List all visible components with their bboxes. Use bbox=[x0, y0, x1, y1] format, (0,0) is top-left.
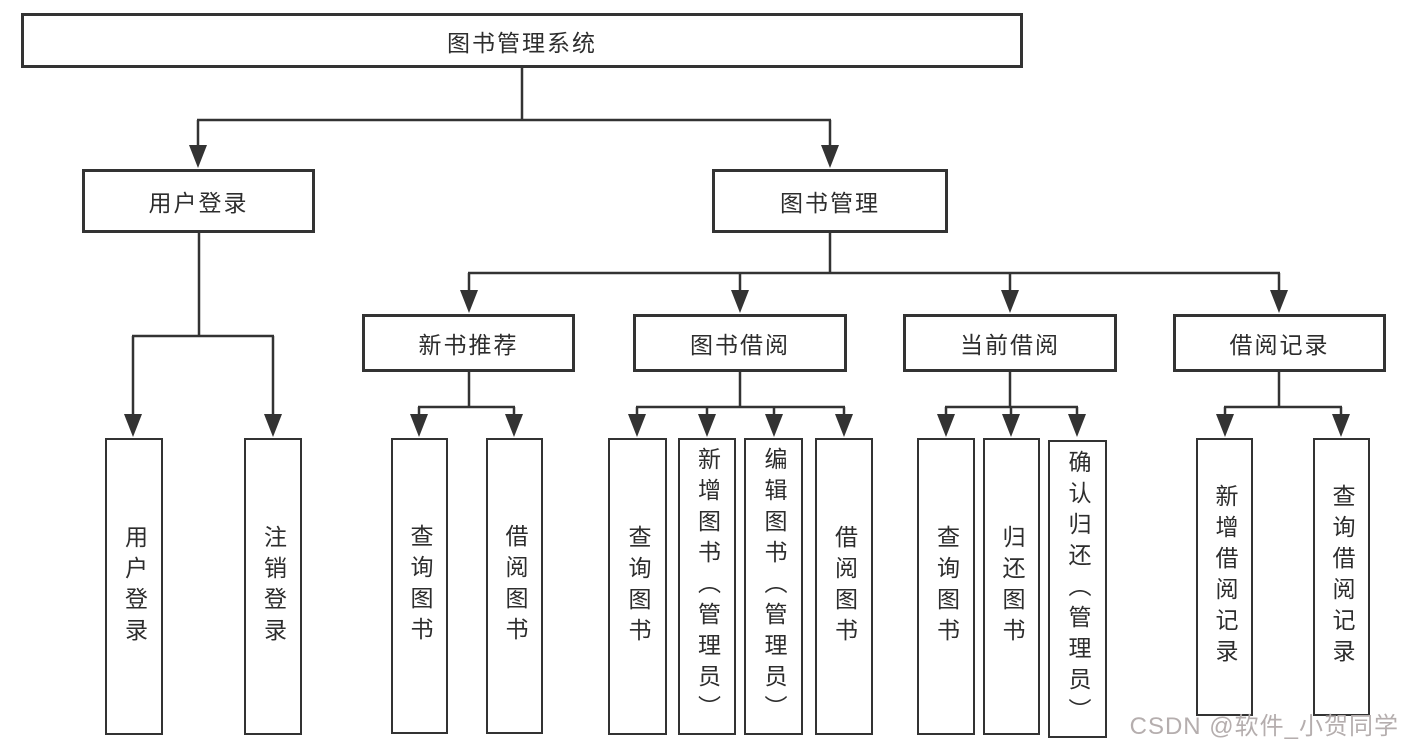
node-add-books-admin: 新增图书（管理员） bbox=[678, 438, 736, 735]
watermark: CSDN @软件_小贺同学 bbox=[1129, 713, 1399, 740]
node-return-books: 归还图书 bbox=[983, 438, 1040, 735]
node-edit-books-admin: 编辑图书（管理员） bbox=[744, 438, 803, 735]
node-new-book-recommend: 新书推荐 bbox=[362, 314, 575, 372]
node-borrowing-records: 借阅记录 bbox=[1173, 314, 1386, 372]
node-query-books-3: 查询图书 bbox=[917, 438, 975, 735]
node-user-login-action: 用户登录 bbox=[105, 438, 163, 735]
node-borrow-books-1: 借阅图书 bbox=[486, 438, 543, 734]
node-confirm-return-admin: 确认归还（管理员） bbox=[1048, 440, 1107, 738]
node-query-books-1: 查询图书 bbox=[391, 438, 448, 734]
node-query-books-2: 查询图书 bbox=[608, 438, 667, 735]
node-book-management: 图书管理 bbox=[712, 169, 948, 233]
node-user-login: 用户登录 bbox=[82, 169, 315, 233]
node-current-borrowing: 当前借阅 bbox=[903, 314, 1117, 372]
node-add-borrow-record: 新增借阅记录 bbox=[1196, 438, 1253, 716]
node-book-borrowing: 图书借阅 bbox=[633, 314, 847, 372]
node-library-management-system: 图书管理系统 bbox=[21, 13, 1023, 68]
node-borrow-books-2: 借阅图书 bbox=[815, 438, 873, 735]
node-logout: 注销登录 bbox=[244, 438, 302, 735]
node-query-borrow-record: 查询借阅记录 bbox=[1313, 438, 1370, 716]
